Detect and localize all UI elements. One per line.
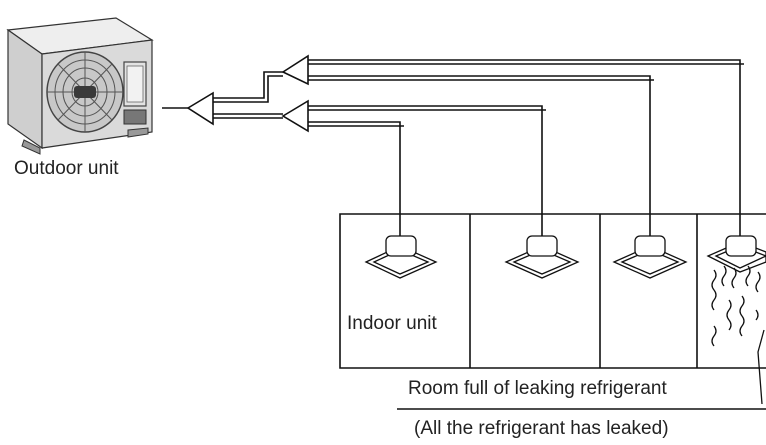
indoor-unit-label: Indoor unit (347, 313, 437, 334)
refrigerant-leak-icon (711, 265, 761, 347)
rooms (339, 213, 766, 369)
ceiling-cassette-icon (706, 235, 766, 273)
refrigerant-piping (162, 54, 744, 236)
room-label-leader (757, 329, 765, 405)
ceiling-cassette-icon (612, 235, 688, 279)
outdoor-ac-unit-icon (6, 17, 154, 155)
all-leaked-label: (All the refrigerant has leaked) (414, 418, 669, 439)
outdoor-unit-label: Outdoor unit (14, 158, 119, 179)
ceiling-cassette-icon (364, 235, 438, 279)
room-leak-label: Room full of leaking refrigerant (408, 378, 667, 399)
ceiling-cassette-icon (504, 235, 580, 279)
